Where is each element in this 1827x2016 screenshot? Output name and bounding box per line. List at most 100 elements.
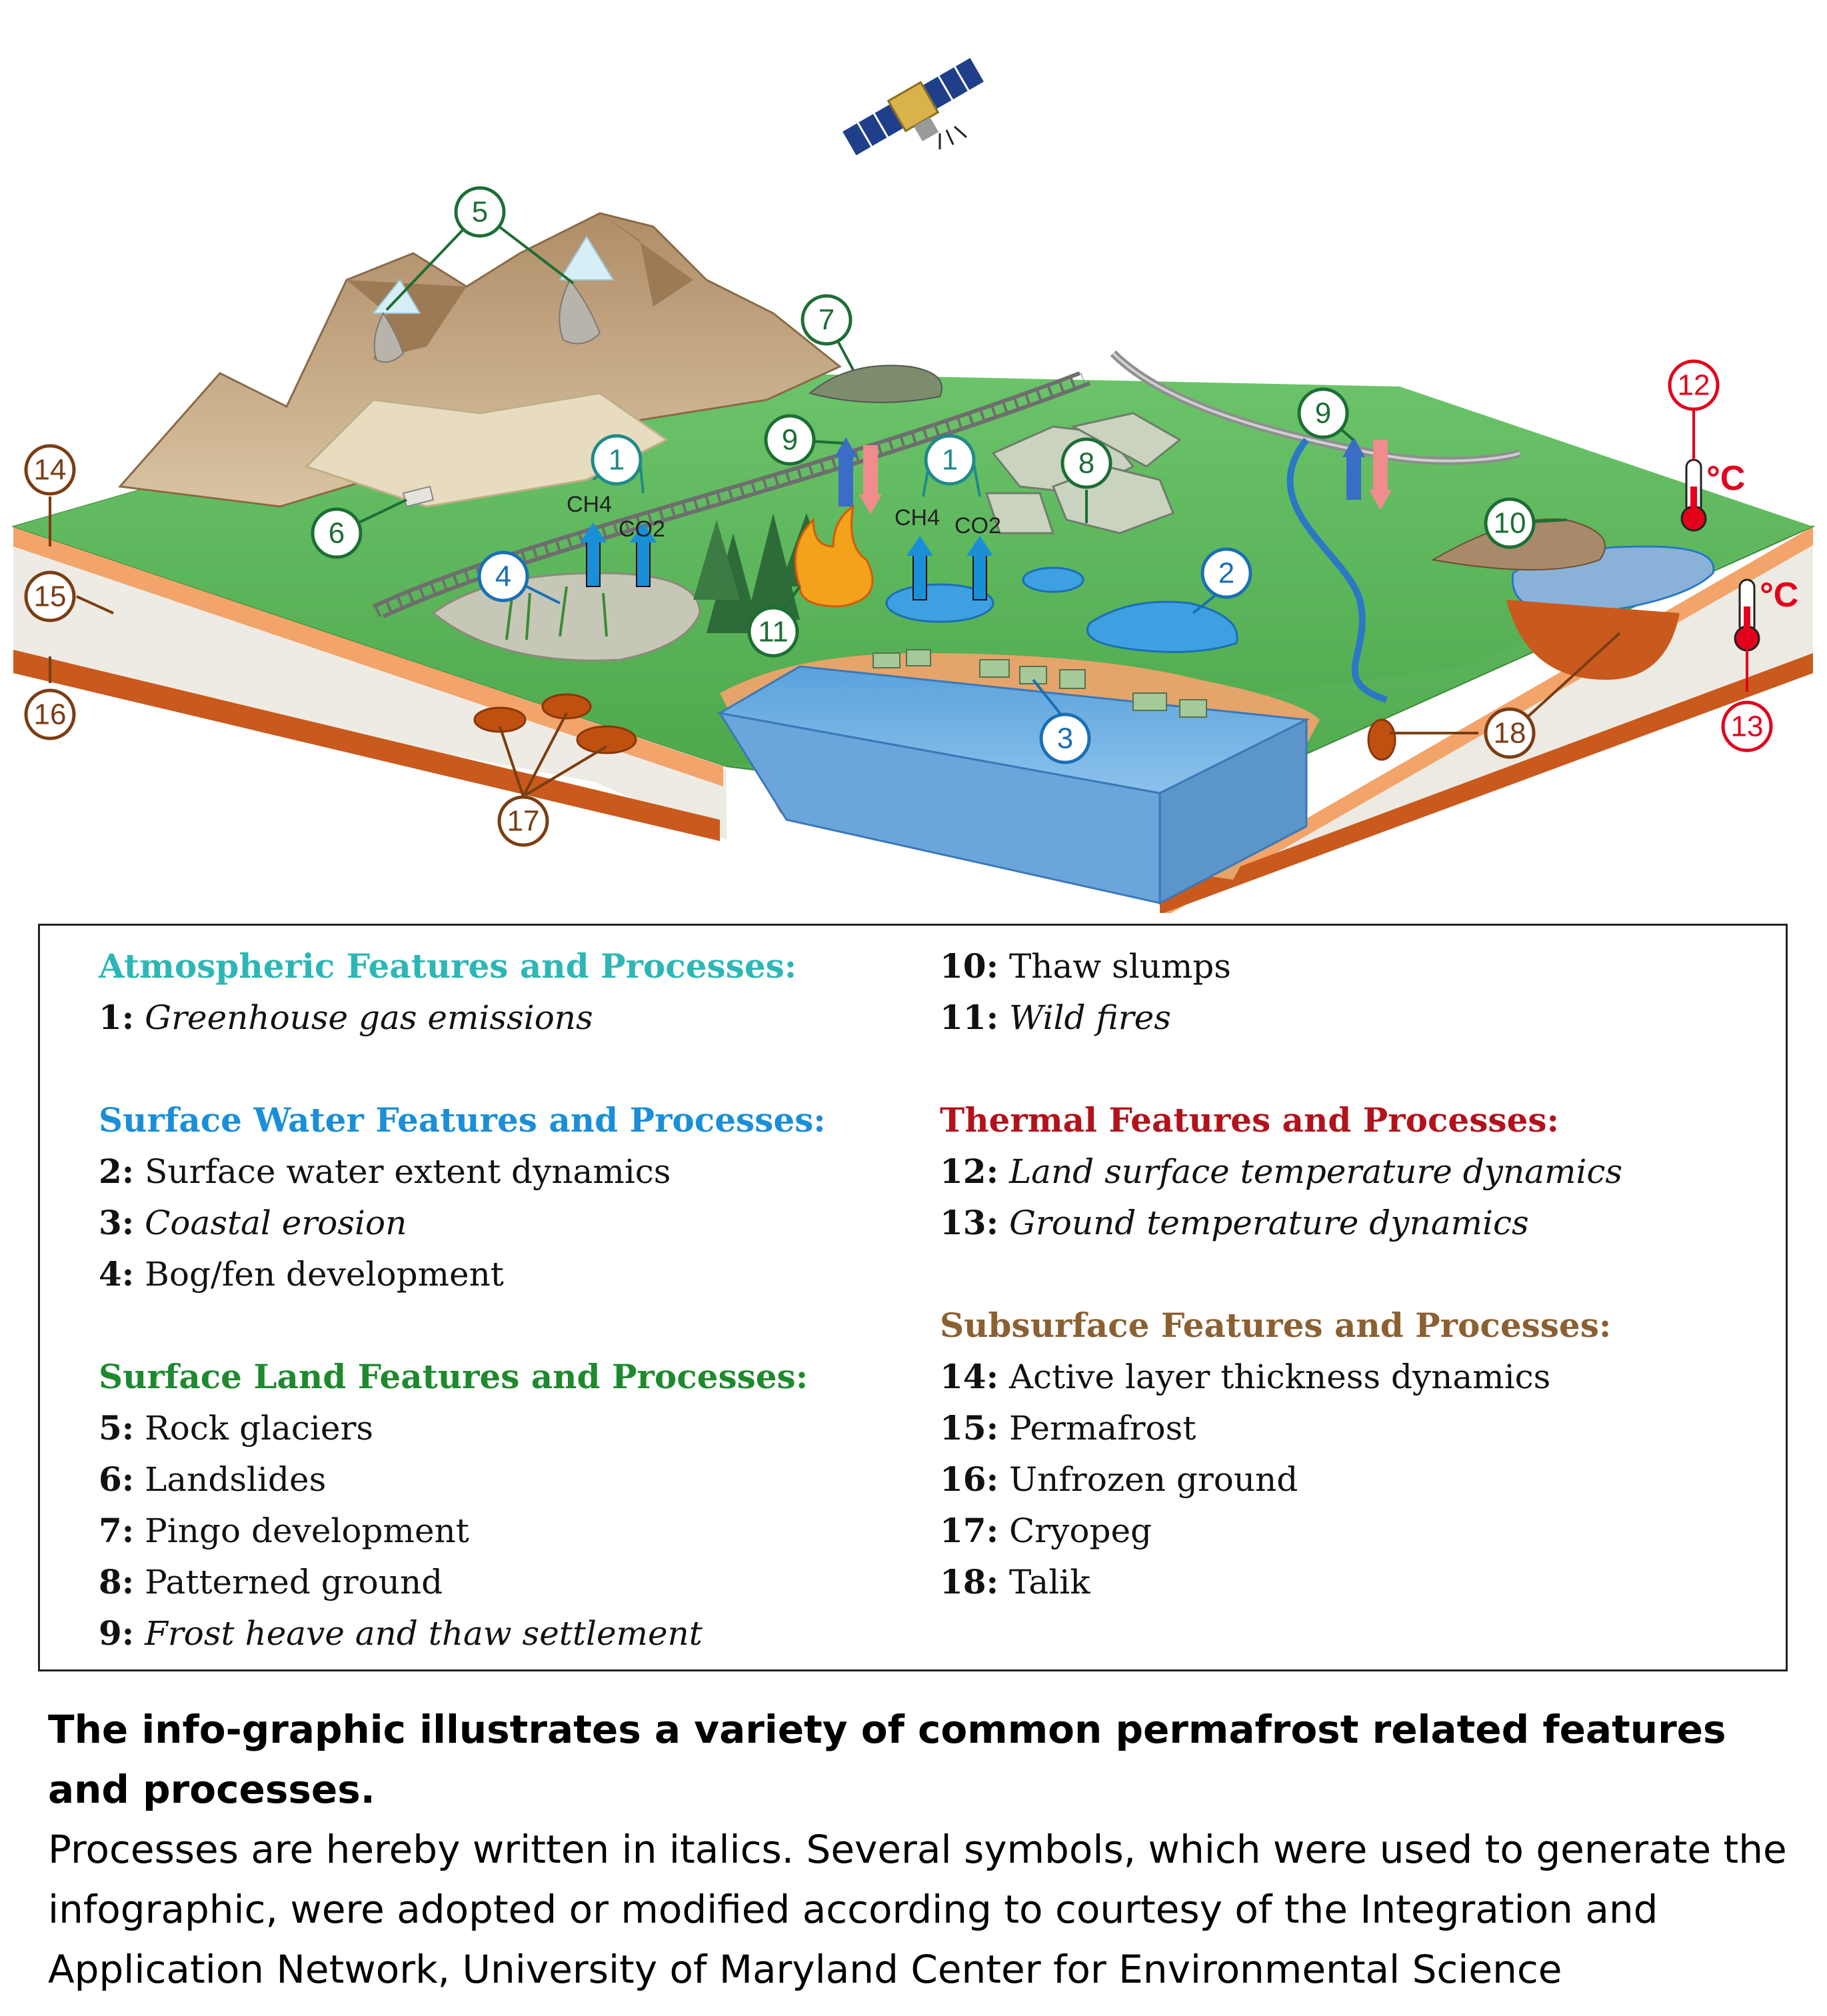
- marker-circle: [924, 434, 976, 486]
- caption-body: Processes are hereby written in italics.…: [48, 1827, 1787, 1992]
- marker-number: 5: [472, 196, 488, 229]
- marker-circle: [24, 570, 76, 622]
- marker-circle: [591, 434, 643, 486]
- legend-box: Atmospheric Features and Processes: 1: G…: [38, 924, 1788, 1671]
- ch4-label-1: CH4: [567, 492, 612, 517]
- marker-number: 1: [942, 444, 958, 477]
- marker-number: 1: [609, 444, 625, 477]
- marker-7: 7: [801, 294, 853, 346]
- marker-13: 13: [1721, 700, 1773, 752]
- marker-circle: [311, 507, 363, 559]
- legend-item-4: 4: Bog/fen development: [99, 1254, 504, 1294]
- frost-heave-arrows: [835, 437, 1392, 514]
- caption: The info-graphic illustrates a variety o…: [48, 1699, 1794, 1999]
- railway: [372, 371, 1091, 618]
- legend-item-14: 14: Active layer thickness dynamics: [940, 1357, 1551, 1396]
- marker-number: 3: [1057, 722, 1073, 755]
- marker-circle: [1484, 497, 1536, 549]
- marker-number: 11: [758, 616, 789, 648]
- legend-item-9: 9: Frost heave and thaw settlement: [99, 1613, 703, 1653]
- gas-emission-arrows: [580, 522, 993, 600]
- legend-item-10: 10: Thaw slumps: [940, 946, 1231, 986]
- marker-circle: [1200, 547, 1252, 599]
- thermometer-icon: [1734, 578, 1760, 652]
- marker-circle: [477, 550, 529, 602]
- marker-circle: [497, 795, 549, 847]
- marker-number: 9: [782, 424, 798, 457]
- permafrost-infographic: CH4 CO2 CH4 CO2 °C °C 112345678991011121…: [11, 55, 1816, 913]
- heading-atmospheric: Atmospheric Features and Processes:: [99, 946, 797, 986]
- marker-1: 1: [924, 434, 976, 486]
- caption-title: The info-graphic illustrates a variety o…: [48, 1707, 1726, 1812]
- marker-circle: [747, 606, 799, 658]
- legend-item-1: 1: Greenhouse gas emissions: [99, 998, 593, 1037]
- marker-number: 6: [329, 517, 345, 550]
- legend-item-8: 8: Patterned ground: [99, 1562, 443, 1601]
- marker-5: 5: [454, 186, 506, 238]
- marker-circle: [1297, 387, 1349, 439]
- marker-12: 12: [1668, 359, 1720, 411]
- heading-water: Surface Water Features and Processes:: [99, 1100, 826, 1140]
- marker-circle: [24, 444, 76, 496]
- pingo: [808, 365, 942, 403]
- marker-circle: [1668, 359, 1720, 411]
- marker-circle: [24, 688, 76, 740]
- ch4-label-2: CH4: [895, 505, 940, 530]
- marker-circle: [1721, 700, 1773, 752]
- marker-number: 2: [1218, 557, 1234, 590]
- satellite-icon: [839, 55, 987, 159]
- marker-15: 15: [24, 570, 76, 622]
- legend-item-2: 2: Surface water extent dynamics: [99, 1152, 671, 1191]
- marker-16: 16: [24, 688, 76, 740]
- marker-circle: [1060, 437, 1112, 489]
- legend-item-12: 12: Land surface temperature dynamics: [940, 1152, 1623, 1191]
- marker-number: 12: [1678, 369, 1710, 402]
- marker-circle: [1039, 712, 1091, 764]
- coastal-sea: [717, 649, 1320, 905]
- marker-number: 13: [1731, 710, 1764, 743]
- thermometer-icon: [1680, 459, 1707, 532]
- marker-circle: [801, 294, 853, 346]
- marker-9: 9: [1297, 387, 1349, 439]
- legend-item-6: 6: Landslides: [99, 1460, 327, 1499]
- marker-circle: [764, 414, 816, 466]
- legend-item-13: 13: Ground temperature dynamics: [940, 1203, 1529, 1242]
- legend-column-left: Atmospheric Features and Processes: 1: G…: [99, 940, 826, 1659]
- legend-column-right: 10: Thaw slumps 11: Wild fires Thermal F…: [940, 940, 1622, 1607]
- marker-number: 15: [34, 580, 67, 613]
- mountain-range: [117, 212, 842, 508]
- forest-fire: [693, 504, 874, 633]
- legend-item-7: 7: Pingo development: [99, 1511, 469, 1550]
- co2-label-2: CO2: [954, 513, 1001, 538]
- legend-item-15: 15: Permafrost: [940, 1408, 1196, 1448]
- marker-6: 6: [311, 507, 363, 559]
- marker-17: 17: [497, 795, 549, 847]
- marker-2: 2: [1200, 547, 1252, 599]
- heading-land: Surface Land Features and Processes:: [99, 1357, 809, 1396]
- marker-1: 1: [591, 434, 643, 486]
- co2-label-1: CO2: [619, 516, 665, 542]
- heading-thermal: Thermal Features and Processes:: [940, 1100, 1559, 1140]
- legend-item-18: 18: Talik: [940, 1562, 1090, 1601]
- marker-circle: [1484, 707, 1536, 759]
- unit-label-surface: °C: [1706, 459, 1745, 498]
- heading-subsurface: Subsurface Features and Processes:: [940, 1306, 1612, 1345]
- marker-9: 9: [764, 414, 816, 466]
- marker-number: 9: [1315, 397, 1331, 430]
- marker-10: 10: [1484, 497, 1536, 549]
- legend-item-11: 11: Wild fires: [940, 998, 1171, 1037]
- marker-number: 18: [1494, 717, 1526, 750]
- marker-number: 8: [1078, 447, 1094, 480]
- marker-11: 11: [747, 606, 799, 658]
- legend-item-3: 3: Coastal erosion: [99, 1203, 407, 1242]
- marker-number: 10: [1494, 507, 1526, 540]
- marker-14: 14: [24, 444, 76, 496]
- marker-number: 4: [495, 560, 511, 593]
- legend-item-16: 16: Unfrozen ground: [940, 1460, 1298, 1499]
- marker-circle: [454, 186, 506, 238]
- marker-3: 3: [1039, 712, 1091, 764]
- marker-number: 17: [507, 805, 540, 838]
- legend-item-17: 17: Cryopeg: [940, 1511, 1152, 1550]
- marker-number: 14: [34, 454, 67, 487]
